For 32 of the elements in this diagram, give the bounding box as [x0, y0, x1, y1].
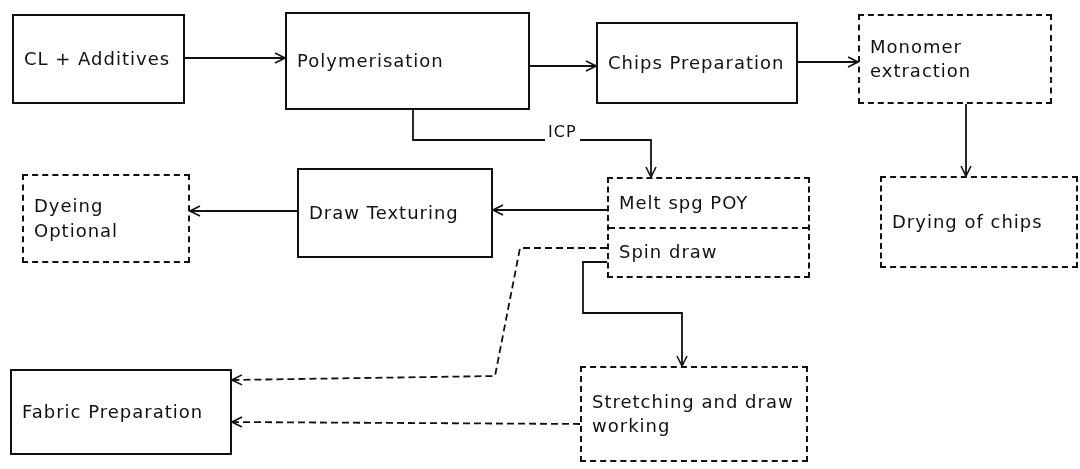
box-label: Monomer extraction	[870, 34, 973, 83]
process-box	[297, 168, 493, 258]
arrow	[492, 204, 608, 216]
process-box	[607, 177, 810, 278]
box-label: CL + Additives	[24, 46, 171, 71]
box-label: Fabric Preparation	[22, 399, 204, 424]
arrow	[529, 60, 597, 72]
arrow	[189, 205, 298, 217]
process-box	[285, 12, 530, 110]
arrow	[412, 109, 657, 178]
arrow	[797, 56, 859, 68]
arrow	[231, 247, 608, 386]
process-box	[596, 22, 798, 104]
box-label: Dyeing Optional	[34, 194, 120, 243]
box-label: Spin draw	[619, 240, 718, 265]
process-box	[580, 366, 808, 462]
process-box	[10, 369, 232, 455]
box-label: Melt spg POY	[619, 190, 749, 215]
box-label: Drying of chips	[892, 209, 1043, 234]
process-box	[22, 174, 190, 263]
arrow	[184, 52, 286, 64]
box-label: Draw Texturing	[309, 200, 459, 225]
box-label: Chips Preparation	[608, 50, 785, 75]
box-label: Stretching and draw working	[592, 389, 795, 438]
process-box	[858, 14, 1052, 104]
process-box	[12, 14, 185, 104]
arrow	[582, 261, 688, 367]
arrow	[960, 103, 972, 177]
box-label: Polymerisation	[297, 48, 444, 73]
arrow	[231, 416, 581, 428]
edge-label: ICP	[545, 122, 580, 141]
process-box	[880, 176, 1078, 268]
